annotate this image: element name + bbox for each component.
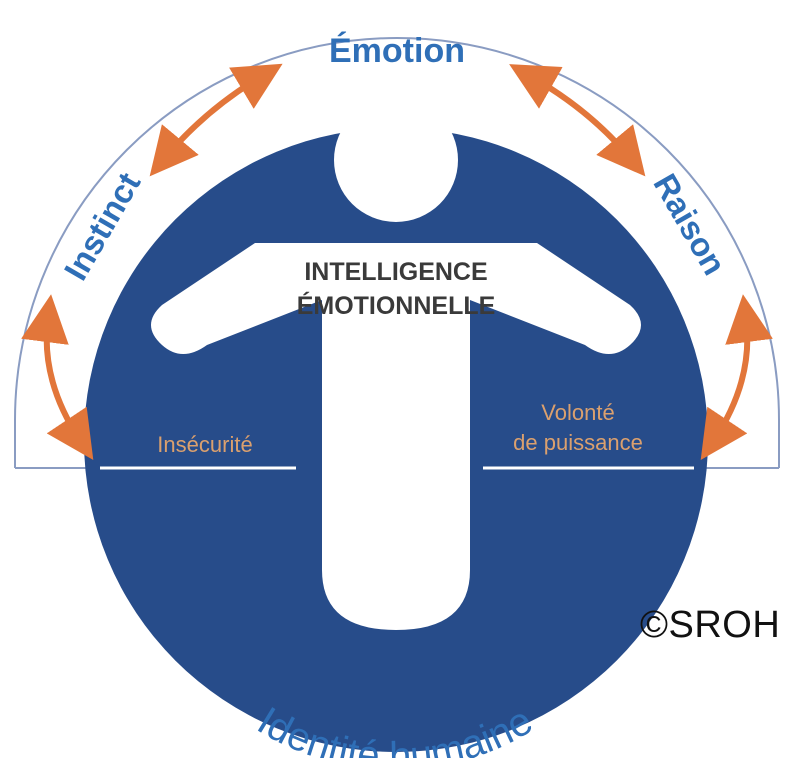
outer-arc-outline (14, 37, 780, 468)
center-title-line1: INTELLIGENCE (304, 258, 487, 286)
center-title-line2: ÉMOTIONNELLE (297, 291, 496, 320)
figure-body (151, 243, 641, 630)
human-figure-icon (151, 98, 641, 630)
figure-head (334, 98, 458, 222)
double-arrow-icon (149, 63, 283, 177)
double-arrow-icon (21, 294, 94, 460)
label-raison: Raison (646, 167, 733, 281)
double-arrow-icon (700, 294, 773, 460)
double-arrow-icon (509, 64, 646, 177)
right-label-line1: Volonté (541, 400, 614, 425)
left-label: Insécurité (157, 432, 252, 457)
label-emotion: Émotion (329, 32, 465, 70)
label-instinct: Instinct (57, 166, 148, 286)
right-label-line2: de puissance (513, 430, 643, 455)
copyright-text: ©SROH (640, 604, 781, 646)
